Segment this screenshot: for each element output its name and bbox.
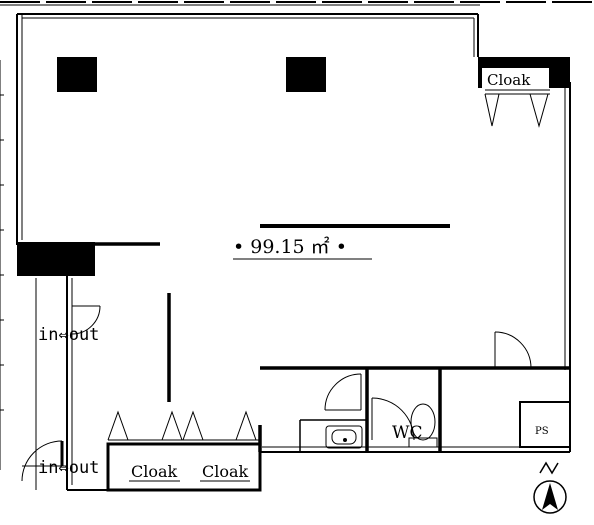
cloak-top-right-room: Cloak: [482, 68, 550, 128]
top-edge: [0, 1, 594, 6]
ps-label: PS: [535, 426, 549, 437]
left-edge-marks: [0, 60, 4, 470]
right-room-door: [494, 331, 532, 369]
column-top-center: [286, 57, 326, 92]
cloak-bottom-right-label: Cloak: [202, 462, 249, 481]
entrance-upper-label: in⇔out: [38, 325, 99, 345]
entrance-lower-label: in⇔out: [38, 458, 99, 478]
sink-area: [324, 373, 363, 449]
cloak-top-right-label: Cloak: [487, 71, 531, 89]
north-arrow-icon: [533, 461, 567, 514]
floor-area-label: • 99.15 ㎡ •: [233, 235, 347, 258]
ps-box: [519, 401, 571, 448]
cloak-bottom-left-label: Cloak: [131, 462, 178, 481]
column-left: [17, 242, 95, 276]
wc-label: WC: [392, 423, 422, 443]
wc-room: [371, 397, 438, 448]
lower-entrance-door: [21, 440, 67, 482]
cloak-bottom-unit: [106, 410, 262, 492]
outer-walls: [16, 13, 571, 491]
interior-walls: [95, 242, 570, 452]
upper-entrance-door: [35, 278, 101, 490]
toilet: [410, 403, 436, 441]
column-top-left: [57, 57, 97, 92]
